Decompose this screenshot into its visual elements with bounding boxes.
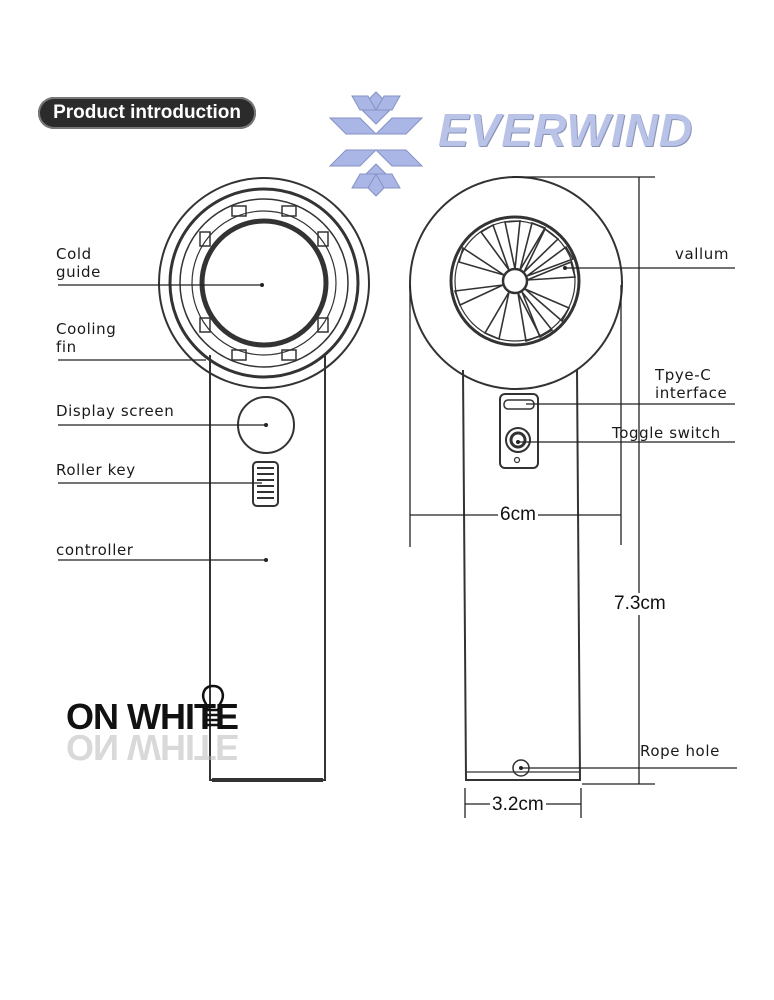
watermark-reflection: ON WHITE <box>66 727 238 768</box>
label-controller: controller <box>56 541 134 559</box>
label-vallum: vallum <box>675 245 730 263</box>
dimension-width: 6cm <box>498 504 538 526</box>
product-introduction-badge: Product introduction <box>38 97 256 129</box>
brand-name: EVERWIND <box>438 104 694 156</box>
label-rope-hole: Rope hole <box>640 742 720 760</box>
bulb-icon <box>201 684 225 727</box>
dimension-handle-width: 3.2cm <box>490 794 546 816</box>
dimension-height: 7.3cm <box>612 593 668 615</box>
label-display-screen: Display screen <box>56 402 175 420</box>
back-leader-lines <box>518 267 737 769</box>
dimension-lines <box>409 176 655 818</box>
snowflake-icon <box>328 91 424 197</box>
watermark-on-white: ON WHITE <box>66 696 239 737</box>
label-cooling-fin: Cooling fin <box>56 320 117 356</box>
label-cold-guide: Cold guide <box>56 245 101 281</box>
front-view <box>158 177 370 782</box>
front-leader-lines <box>58 284 266 561</box>
label-type-c-interface: Tpye-C interface <box>655 366 728 402</box>
label-roller-key: Roller key <box>56 461 136 479</box>
label-toggle-switch: Toggle switch <box>612 424 721 442</box>
